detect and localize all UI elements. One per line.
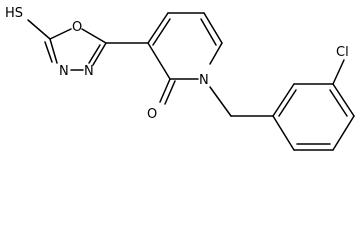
- bond-n-left-c1-double: [44, 41, 53, 63]
- atom-labels: HS O N N N O Cl: [5, 6, 349, 122]
- bond-c2p-c3: [147, 42, 171, 80]
- bond-benz-4: [332, 115, 355, 151]
- atom-label-o-ring: O: [72, 20, 82, 35]
- bond-o-c2: [81, 28, 107, 44]
- bond-c5-c6: [203, 12, 223, 44]
- bond-benz-3-double: [329, 89, 348, 117]
- atom-label-o-carbonyl: O: [147, 107, 157, 122]
- bond-benz-6: [272, 115, 295, 151]
- atom-label-cl: Cl: [336, 45, 349, 60]
- molecule-structure: HS O N N N O Cl: [5, 6, 355, 151]
- bonds: [27, 12, 355, 151]
- bond-c2p-o: [159, 78, 171, 103]
- atom-label-n-left: N: [59, 64, 69, 79]
- bond-c6-n: [209, 42, 223, 65]
- bond-c2-n-right-double: [88, 44, 101, 64]
- atom-label-n-pyridone: N: [199, 73, 209, 88]
- bond-c2p-o-double: [164, 80, 176, 105]
- bond-c-cl: [332, 59, 345, 85]
- bond-c1-o: [49, 28, 72, 40]
- bond-c5-c6-double: [200, 18, 217, 46]
- bond-benz-1-double: [278, 89, 297, 117]
- atom-label-n-right: N: [84, 64, 94, 79]
- bond-n-ch2: [209, 86, 232, 117]
- bond-n-left-c1: [49, 38, 58, 64]
- bond-sh-c1: [27, 19, 51, 40]
- bond-c2-n-right: [92, 42, 107, 66]
- bond-c3-c4: [147, 12, 169, 44]
- bond-c3-c4-double: [152, 18, 171, 46]
- atom-label-sh: HS: [5, 6, 23, 21]
- bond-benz-1: [272, 83, 295, 117]
- bond-benz-3: [332, 83, 355, 117]
